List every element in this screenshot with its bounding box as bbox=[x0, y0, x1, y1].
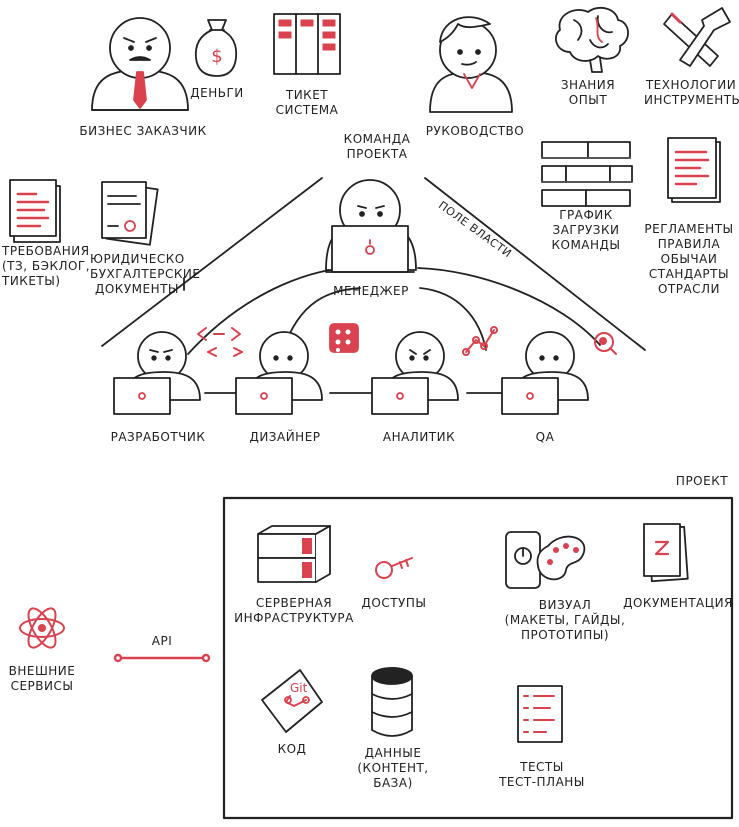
manager-figure bbox=[325, 179, 417, 273]
project-title: Проект bbox=[675, 474, 729, 488]
client-label: Бизнес заказчик bbox=[79, 124, 207, 138]
visual-line-3: прототипы) bbox=[520, 628, 610, 642]
schedule-line-1: График bbox=[559, 208, 613, 222]
data-label: Данные (контент, база) bbox=[350, 746, 436, 791]
code-label: Код bbox=[277, 742, 307, 756]
visual-line-1: Визуал bbox=[538, 598, 592, 612]
code-brackets-icon bbox=[197, 327, 243, 357]
schedule-line-2: загрузки bbox=[552, 223, 620, 237]
developer-label: Разработчик bbox=[110, 430, 206, 444]
client-figure bbox=[91, 17, 189, 111]
knowledge-line-2: опыт bbox=[568, 93, 608, 107]
ticket-label: Тикет система bbox=[264, 88, 350, 118]
tests-label: Тесты тест-планы bbox=[494, 760, 590, 790]
tests-line-1: Тесты bbox=[520, 760, 564, 774]
server-line-1: Серверная bbox=[255, 596, 333, 610]
tech-label: Технологии инструменты bbox=[644, 78, 739, 108]
api-label: API bbox=[151, 634, 173, 648]
regulations-line-5: отрасли bbox=[657, 282, 721, 296]
designer-label: Дизайнер bbox=[249, 430, 321, 444]
svg-text:Git: Git bbox=[290, 681, 308, 695]
knowledge-line-1: Знания bbox=[560, 78, 616, 92]
requirements-line-1: Требования bbox=[2, 244, 90, 258]
bricks-icon bbox=[541, 141, 633, 207]
palette-icon bbox=[536, 535, 586, 581]
requirements-line-2: (ТЗ, бэклог, bbox=[2, 259, 91, 273]
bug-icon bbox=[594, 332, 617, 355]
qa-figure bbox=[501, 331, 589, 415]
checklist-icon bbox=[517, 685, 563, 743]
requirements-label: Требования (ТЗ, бэклог, тикеты) bbox=[2, 244, 102, 289]
graph-icon bbox=[462, 326, 498, 356]
visual-label: Визуал (макеты, гайды, прототипы) bbox=[502, 598, 628, 643]
team-title-line-2: проекта bbox=[346, 147, 408, 161]
legal-label: Юридическо бухгалтерские документы bbox=[90, 252, 201, 297]
designer-figure bbox=[235, 331, 323, 415]
api-connector bbox=[113, 653, 211, 663]
team-title: Команда проекта bbox=[334, 132, 420, 162]
legal-line-2: бухгалтерские bbox=[90, 267, 201, 281]
external-line-2: сервисы bbox=[10, 679, 74, 693]
external-line-1: Внешние bbox=[8, 664, 76, 678]
analyst-figure bbox=[371, 331, 459, 415]
requirements-line-3: тикеты) bbox=[2, 274, 61, 288]
analyst-label: Аналитик bbox=[382, 430, 456, 444]
team-title-line-1: Команда bbox=[343, 132, 411, 146]
tech-line-2: инструменты bbox=[644, 93, 739, 107]
document-icon bbox=[101, 181, 159, 246]
ticket-line-1: Тикет bbox=[285, 88, 329, 102]
regulations-line-1: Регламенты bbox=[644, 222, 734, 236]
database-icon bbox=[371, 667, 413, 737]
git-icon: Git bbox=[261, 669, 323, 733]
svg-text:$: $ bbox=[211, 46, 222, 67]
server-line-2: инфраструктура bbox=[234, 611, 354, 625]
legal-line-3: документы bbox=[94, 282, 180, 296]
phone-mockup-icon bbox=[505, 531, 541, 589]
leader-figure bbox=[429, 16, 513, 113]
leadership-label: Руководство bbox=[425, 124, 525, 138]
regulations-line-3: обычаи bbox=[660, 252, 718, 266]
data-line-3: база) bbox=[373, 776, 413, 790]
kanban-board-icon bbox=[273, 13, 341, 75]
schedule-label: График загрузки команды bbox=[544, 208, 628, 253]
document-icon bbox=[9, 179, 61, 243]
tech-line-1: Технологии bbox=[645, 78, 737, 92]
legal-line-1: Юридическо bbox=[90, 252, 185, 266]
document-icon bbox=[667, 137, 721, 203]
key-icon bbox=[375, 557, 413, 579]
atom-icon bbox=[19, 607, 65, 649]
money-bag-icon: $ bbox=[194, 19, 238, 77]
ticket-line-2: система bbox=[275, 103, 339, 117]
power-field-lines bbox=[101, 177, 646, 394]
regulations-line-2: правила bbox=[657, 237, 721, 251]
tools-icon bbox=[663, 7, 731, 67]
project-frame bbox=[222, 496, 734, 820]
regulations-label: Регламенты правила обычаи стандарты отра… bbox=[642, 222, 736, 297]
brain-icon bbox=[555, 6, 629, 73]
tests-line-2: тест-планы bbox=[499, 775, 585, 789]
access-label: Доступы bbox=[361, 596, 427, 610]
visual-line-2: (макеты, гайды, bbox=[504, 613, 626, 627]
external-services-label: Внешние сервисы bbox=[2, 664, 82, 694]
docs-label: Документация bbox=[623, 596, 733, 610]
grid-icon bbox=[329, 323, 359, 353]
data-line-1: Данные bbox=[364, 746, 422, 760]
money-label: Деньги bbox=[190, 86, 244, 100]
server-icon bbox=[257, 525, 331, 583]
document-icon bbox=[643, 523, 689, 583]
qa-label: QA bbox=[535, 430, 555, 444]
regulations-line-4: стандарты bbox=[648, 267, 730, 281]
developer-figure bbox=[113, 331, 201, 415]
knowledge-label: Знания опыт bbox=[552, 78, 624, 108]
data-line-2: (контент, bbox=[357, 761, 429, 775]
server-label: Серверная инфраструктура bbox=[232, 596, 356, 626]
schedule-line-3: команды bbox=[551, 238, 621, 252]
manager-label: Менеджер bbox=[333, 284, 409, 298]
